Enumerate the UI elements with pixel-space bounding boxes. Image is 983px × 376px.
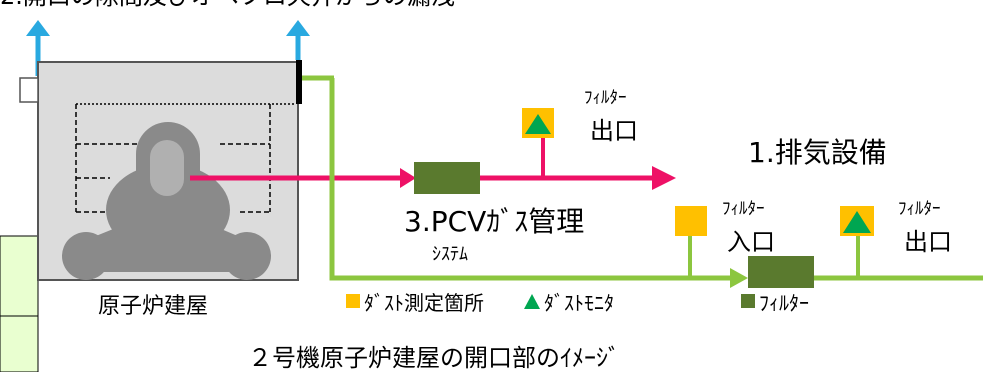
legend: ﾀﾞｽﾄ測定箇所 ﾀﾞｽﾄﾓﾆﾀ ﾌｨﾙﾀｰ xyxy=(346,291,809,315)
pcv-filter xyxy=(414,162,480,194)
opening-slit xyxy=(296,60,302,104)
legend-dust-monitor-label: ﾀﾞｽﾄﾓﾆﾀ xyxy=(544,291,614,315)
leak-arrow-right xyxy=(286,20,310,60)
exhaust-filter xyxy=(748,256,814,288)
outlet-dust-monitor xyxy=(843,211,871,233)
reactor-core xyxy=(150,140,184,196)
header-text: 2.開口の隙間及びオペフロ天井からの漏洩 xyxy=(0,0,455,10)
inlet-dust-point xyxy=(675,206,707,236)
pcv-label-sub: ｼｽﾃﾑ xyxy=(432,244,468,265)
pcv-label-main: 3.PCVｶﾞｽ管理 xyxy=(404,205,584,238)
filter-outlet-2-line2: 出口 xyxy=(904,228,952,256)
legend-dust-point-label: ﾀﾞｽﾄ測定箇所 xyxy=(364,291,484,315)
legend-dust-monitor-swatch xyxy=(524,294,540,309)
pcv-gas-line xyxy=(190,108,676,194)
filter-outlet-1-line2: 出口 xyxy=(590,117,638,145)
filter-inlet-line2: 入口 xyxy=(727,228,775,256)
legend-filter-swatch xyxy=(741,294,755,308)
table-edge xyxy=(0,235,39,373)
building-label: 原子炉建屋 xyxy=(98,294,208,319)
pcv-dust-monitor xyxy=(525,114,551,134)
filter-inlet-line1: ﾌｨﾙﾀｰ xyxy=(722,199,765,219)
filter-outlet-1-line1: ﾌｨﾙﾀｰ xyxy=(584,88,627,108)
legend-filter-label: ﾌｨﾙﾀｰ xyxy=(759,291,809,315)
filter-outlet-2-line1: ﾌｨﾙﾀｰ xyxy=(898,199,941,219)
exhaust-line xyxy=(302,75,983,288)
exhaust-label: 1.排気設備 xyxy=(748,136,887,169)
reactor-building xyxy=(19,60,302,281)
legend-dust-point-swatch xyxy=(346,294,360,308)
caption: ２号機原子炉建屋の開口部のｲﾒｰｼﾞ xyxy=(248,344,620,372)
opening-gap xyxy=(19,77,39,103)
